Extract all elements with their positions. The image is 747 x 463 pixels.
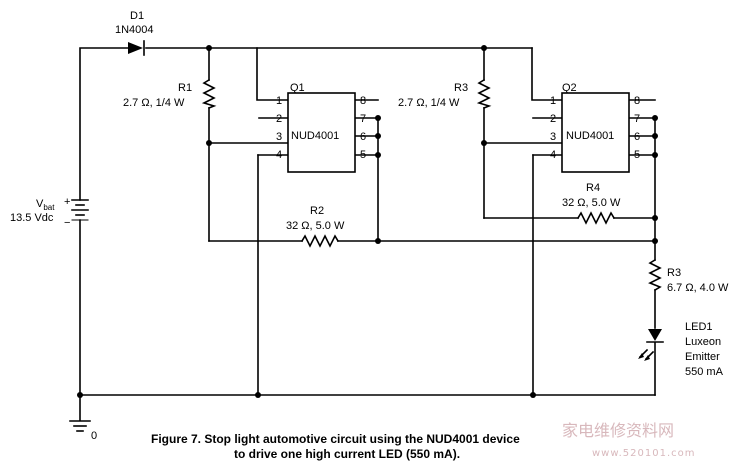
svg-text:6: 6 [360,131,366,143]
svg-text:2: 2 [276,113,282,125]
led-line2: Emitter [685,351,720,363]
led-ref: LED1 [685,321,713,333]
vbat-plus: + [64,196,70,208]
figure-caption-line2: to drive one high current LED (550 mA). [234,447,460,461]
battery-symbol [71,199,89,221]
resistor-r4-symbol [576,211,616,225]
svg-text:5: 5 [360,149,366,161]
vbat-name: Vbat [36,198,55,212]
svg-text:5: 5 [634,149,640,161]
svg-text:7: 7 [360,113,366,125]
svg-text:2: 2 [550,113,556,125]
watermark-text: 家电维修资料网 [562,421,674,440]
svg-text:4: 4 [550,149,556,161]
ground-symbol [69,420,91,432]
resistor-r3b-symbol [648,258,662,292]
svg-text:Q2: Q2 [562,82,577,94]
vbat-value: 13.5 Vdc [10,212,54,224]
chip-q2: NUD4001 Q2 1 2 3 4 8 7 6 5 [550,82,640,173]
svg-text:1: 1 [276,95,282,107]
r3a-ref: R3 [454,82,468,94]
r2-value: 32 Ω, 5.0 W [286,220,345,232]
ground-label: 0 [91,430,97,442]
svg-text:1: 1 [550,95,556,107]
r1-ref: R1 [178,82,192,94]
led-current: 550 mA [685,366,724,378]
d1-part: 1N4004 [115,24,154,36]
resistor-r1-symbol [201,78,217,110]
svg-text:Q1: Q1 [290,82,305,94]
led-line1: Luxeon [685,336,721,348]
vbat-minus: − [64,217,70,229]
svg-text:3: 3 [276,131,282,143]
r3b-value: 6.7 Ω, 4.0 W [667,282,729,294]
resistor-r2-symbol [300,234,340,248]
r1-value: 2.7 Ω, 1/4 W [123,97,185,109]
r3a-value: 2.7 Ω, 1/4 W [398,97,460,109]
svg-text:NUD4001: NUD4001 [291,130,339,142]
r4-value: 32 Ω, 5.0 W [562,197,621,209]
r2-ref: R2 [310,205,324,217]
svg-text:3: 3 [550,131,556,143]
wires [79,47,656,421]
watermark-url: www.520101.com [592,448,696,459]
svg-text:NUD4001: NUD4001 [566,130,614,142]
junction-dots [77,45,658,398]
led-symbol [638,329,664,361]
svg-text:8: 8 [360,95,366,107]
resistor-r3a-symbol [476,78,492,110]
svg-text:8: 8 [634,95,640,107]
figure-caption-line1: Figure 7. Stop light automotive circuit … [151,432,520,446]
diode-d1-symbol [128,40,145,56]
d1-ref: D1 [130,10,144,22]
svg-text:7: 7 [634,113,640,125]
r3b-ref: R3 [667,267,681,279]
svg-text:6: 6 [634,131,640,143]
r4-ref: R4 [586,182,600,194]
chip-q1: NUD4001 Q1 1 2 3 4 8 7 6 5 [276,82,366,173]
svg-text:4: 4 [276,149,282,161]
